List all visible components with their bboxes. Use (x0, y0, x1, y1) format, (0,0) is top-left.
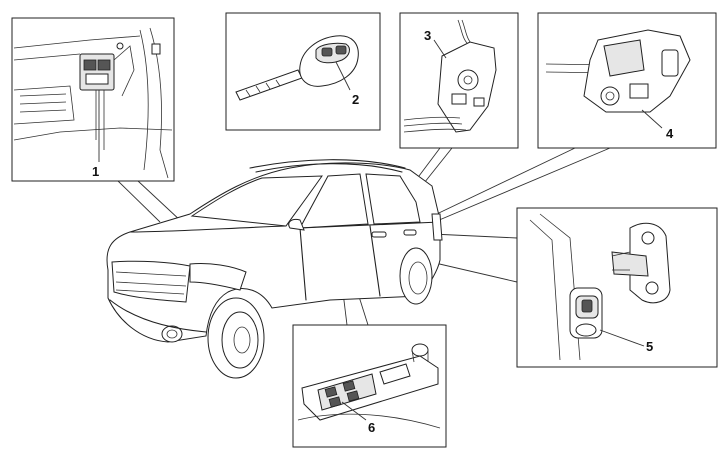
box-5-door-switch (516, 207, 718, 368)
callout-label-2: 2 (352, 92, 359, 107)
callout-label-4: 4 (666, 126, 674, 141)
box-1-dash-module (11, 17, 175, 182)
window-switch-illustration (297, 343, 441, 429)
rear-door-lock-illustration (545, 29, 691, 129)
callout-label-3: 3 (424, 28, 431, 43)
dash-module-illustration (13, 27, 173, 179)
front-door-lock-illustration (403, 19, 497, 133)
door-switch-illustration (529, 213, 671, 361)
callout-label-1: 1 (92, 164, 99, 179)
callout-label-6: 6 (368, 420, 375, 435)
callout-label-5: 5 (646, 339, 653, 354)
vehicle-illustration (106, 159, 443, 379)
key-illustration (235, 35, 359, 101)
